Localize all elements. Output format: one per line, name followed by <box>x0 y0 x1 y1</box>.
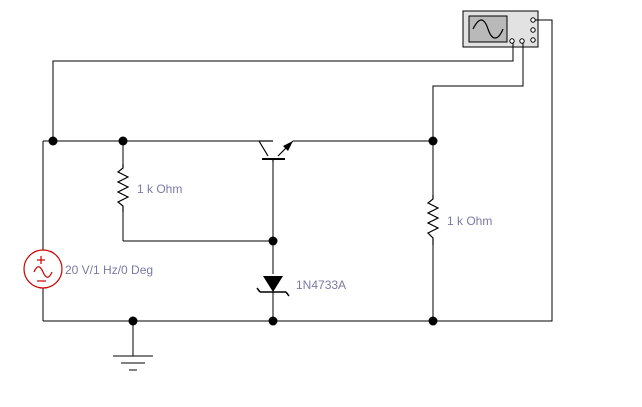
junction-dot <box>428 316 438 326</box>
junction-dot <box>128 316 138 326</box>
resistor-r2-label: 1 k Ohm <box>447 214 492 228</box>
resistor-icon[interactable] <box>426 195 440 245</box>
junction-dot <box>428 136 438 146</box>
source-label: 20 V/1 Hz/0 Deg <box>65 263 153 277</box>
junction-dot <box>48 136 58 146</box>
pnp-transistor-icon[interactable] <box>258 140 294 162</box>
ground-icon <box>113 355 153 371</box>
resistor-icon[interactable] <box>116 164 130 212</box>
junction-dot <box>268 316 278 326</box>
junction-dots <box>48 136 438 326</box>
resistor-r1-label: 1 k Ohm <box>137 182 182 196</box>
junction-dot <box>268 236 278 246</box>
ac-voltage-source-icon[interactable] <box>23 249 63 289</box>
zener-label: 1N4733A <box>296 278 346 292</box>
wires <box>42 19 553 356</box>
oscilloscope-icon[interactable] <box>462 10 539 48</box>
junction-dot <box>118 136 128 146</box>
zener-diode-icon[interactable] <box>256 276 290 297</box>
